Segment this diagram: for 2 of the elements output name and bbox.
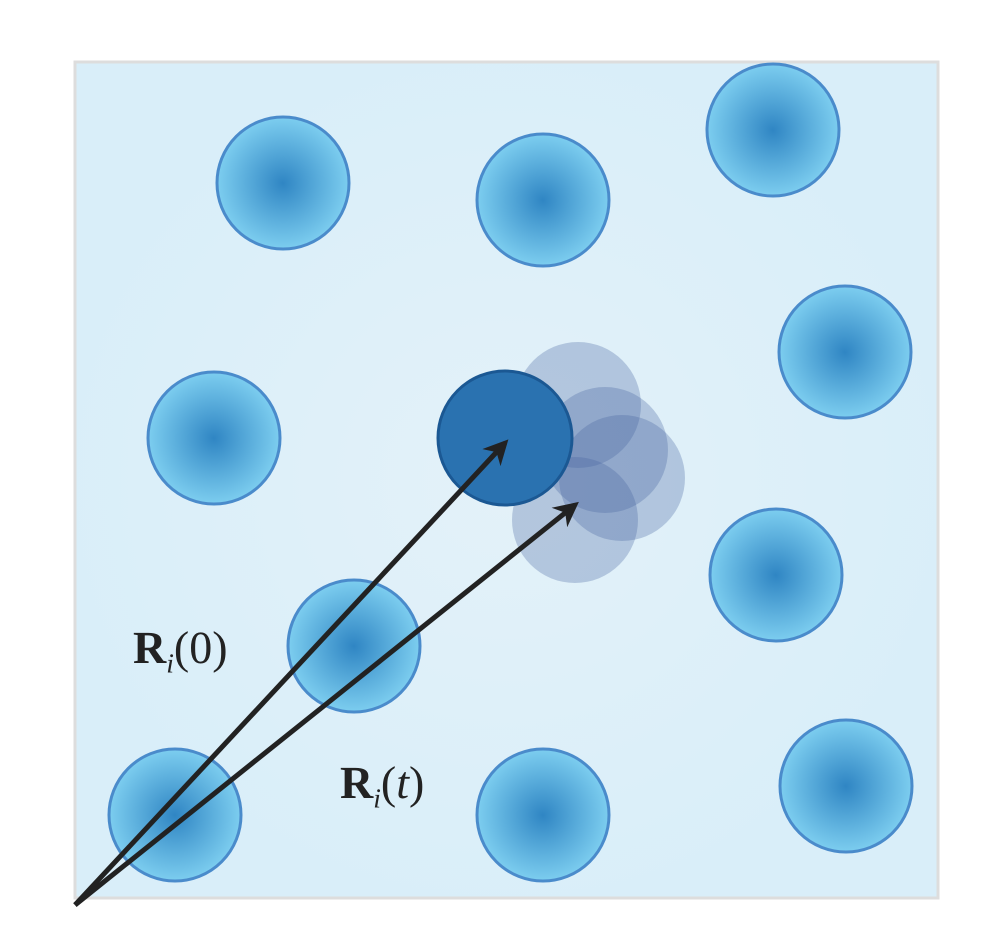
- vector-label: R$_{i}$(t): [340, 760, 424, 812]
- vector-label: R$_{i}$(0): [133, 625, 228, 678]
